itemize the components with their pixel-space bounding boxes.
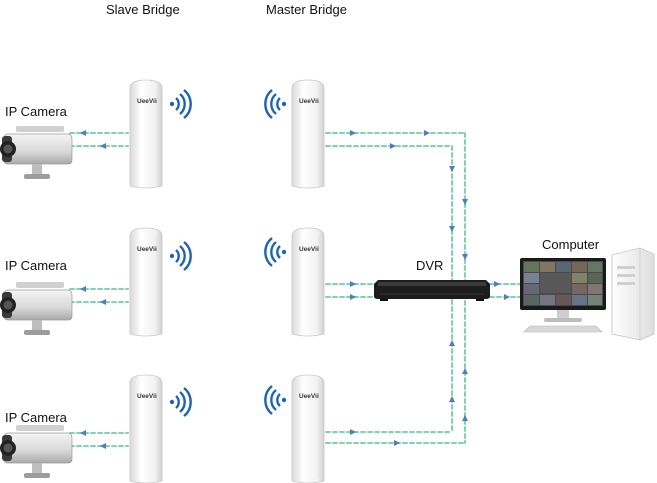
wireless-signal-icon xyxy=(168,386,192,418)
dvr-recorder-icon xyxy=(374,280,490,301)
slave-bridge-3 xyxy=(129,374,163,483)
brand-text: UeeVii xyxy=(137,98,157,105)
wireless-signal-icon xyxy=(264,88,288,120)
wireless-signal-icon xyxy=(264,384,288,416)
master-bridge-2 xyxy=(291,227,325,337)
dvr-label: DVR xyxy=(416,258,444,273)
slave-bridge-2 xyxy=(129,227,163,337)
computer-label: Computer xyxy=(542,237,600,252)
master-bridge-3 xyxy=(291,374,325,483)
brand-text: UeeVii xyxy=(299,393,319,400)
desktop-computer-icon xyxy=(520,247,655,341)
slave-bridge-header: Slave Bridge xyxy=(106,2,180,17)
wireless-signal-icon xyxy=(168,240,192,272)
wireless-signal-icon xyxy=(168,88,192,120)
ip-camera-3 xyxy=(0,424,73,479)
camera-label-1: IP Camera xyxy=(5,104,67,119)
slave-bridge-1 xyxy=(129,79,163,189)
master-bridge-header: Master Bridge xyxy=(266,2,347,17)
ip-camera-1 xyxy=(0,125,73,180)
camera-label-2: IP Camera xyxy=(5,258,67,273)
brand-text: UeeVii xyxy=(137,393,157,400)
brand-text: UeeVii xyxy=(299,246,319,253)
wireless-signal-icon xyxy=(264,236,288,268)
ip-camera-2 xyxy=(0,281,73,336)
brand-text: UeeVii xyxy=(137,246,157,253)
master-bridge-1 xyxy=(291,79,325,189)
brand-text: UeeVii xyxy=(299,98,319,105)
camera-label-3: IP Camera xyxy=(5,410,67,425)
